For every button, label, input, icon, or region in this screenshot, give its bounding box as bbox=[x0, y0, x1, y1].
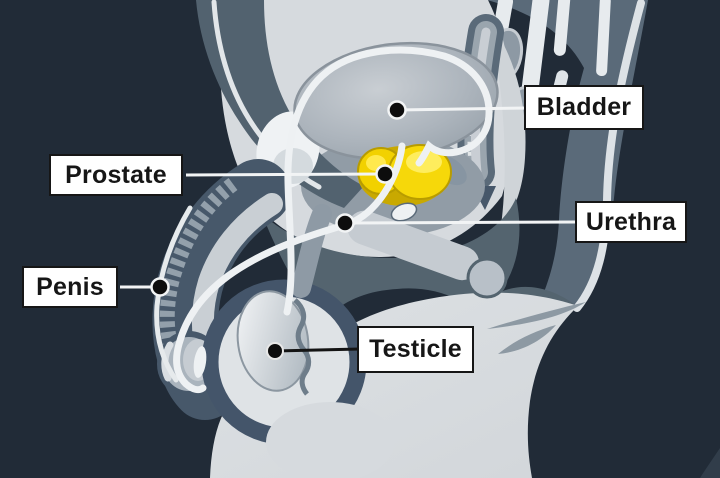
gluteal-fold bbox=[498, 325, 556, 354]
ischial-bone bbox=[466, 257, 508, 299]
testicle-shape bbox=[236, 290, 310, 392]
presacral-space bbox=[496, 34, 526, 226]
label-urethra: Urethra bbox=[575, 201, 687, 243]
label-testicle: Testicle bbox=[357, 326, 474, 373]
prostate-leader-line bbox=[185, 172, 386, 177]
bladder-marker-dot bbox=[387, 100, 407, 120]
penis-marker-dot bbox=[150, 277, 170, 297]
vas-deferens-tube bbox=[283, 46, 493, 316]
gluteal-fold bbox=[487, 302, 586, 329]
callout-markers bbox=[120, 100, 578, 360]
urethra-leader-line bbox=[344, 220, 578, 225]
bladder-leader-line bbox=[396, 106, 528, 112]
label-penis: Penis bbox=[22, 266, 118, 308]
urethral-bulb bbox=[390, 202, 418, 222]
back-skin-line bbox=[573, 0, 645, 312]
testicle-leader-line bbox=[274, 347, 361, 353]
penis-skin-line bbox=[154, 205, 193, 383]
vertebra-streak bbox=[521, 0, 550, 102]
corpus-spongiosum bbox=[191, 193, 283, 367]
prostate-marker-dot bbox=[375, 164, 395, 184]
prostate-shape bbox=[357, 144, 452, 206]
urethra-marker-dot bbox=[335, 213, 355, 233]
vertebra-streak bbox=[553, 0, 571, 56]
label-prostate: Prostate bbox=[49, 154, 183, 196]
urethra-tube bbox=[173, 142, 418, 394]
spermatic-cord bbox=[291, 204, 332, 298]
corner-shadow bbox=[700, 448, 720, 478]
testicle-marker-dot bbox=[266, 342, 284, 360]
corpus-cavernosum-segments bbox=[159, 177, 238, 361]
label-bladder: Bladder bbox=[524, 85, 644, 130]
pubic-bone bbox=[347, 210, 480, 281]
vertebra-streak bbox=[596, 0, 611, 77]
scrotum bbox=[201, 204, 394, 478]
